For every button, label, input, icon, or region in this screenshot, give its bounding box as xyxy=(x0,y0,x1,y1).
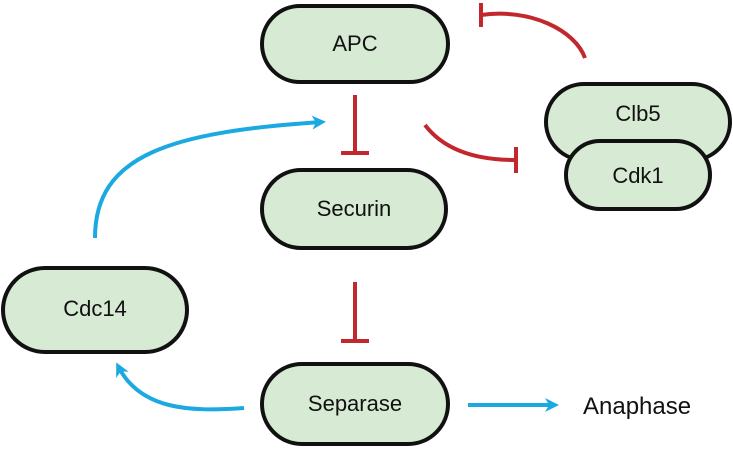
node-separase-label: Separase xyxy=(308,391,402,416)
node-separase: Separase xyxy=(260,362,450,446)
node-cdk1: Cdk1 xyxy=(564,139,712,211)
node-cdk1-label: Cdk1 xyxy=(612,163,663,188)
node-clb5-label: Clb5 xyxy=(615,101,660,126)
edge-clb5-inhibits-apc xyxy=(479,3,587,59)
anaphase-label: Anaphase xyxy=(583,393,691,420)
edge-apc-inhibits-securin xyxy=(341,95,369,155)
node-apc: APC xyxy=(260,4,450,84)
node-securin-label: Securin xyxy=(317,196,392,221)
node-apc-label: APC xyxy=(332,31,377,56)
node-cdc14: Cdc14 xyxy=(1,266,189,354)
edge-apc-inhibits-cdk1 xyxy=(423,123,518,173)
edge-securin-inhibits-separase xyxy=(341,282,369,343)
node-securin: Securin xyxy=(260,168,448,250)
node-cdc14-label: Cdc14 xyxy=(63,296,127,321)
edge-cdc14-activates-apc xyxy=(93,115,326,239)
edge-separase-activates-cdc14 xyxy=(116,362,245,412)
